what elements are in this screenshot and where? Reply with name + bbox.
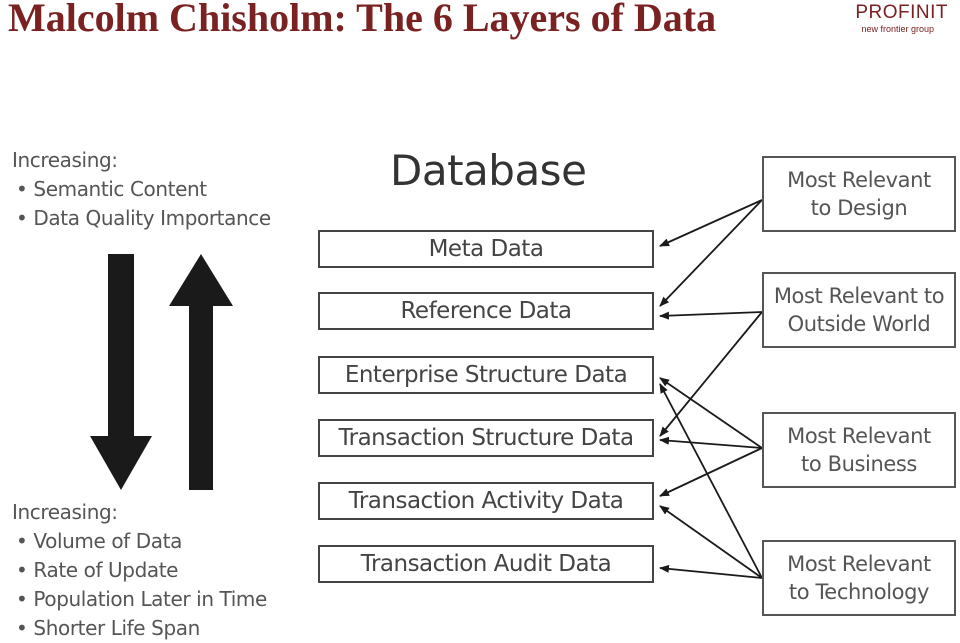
- top-bullet-semantic: Semantic Content: [12, 175, 271, 204]
- relevance-design-line1: Most Relevant: [787, 168, 931, 192]
- layer-meta-data: Meta Data: [318, 230, 654, 268]
- layer-transaction-structure-data: Transaction Structure Data: [318, 419, 654, 457]
- connector-design-meta: [659, 199, 763, 247]
- bottom-bullet-volume: Volume of Data: [12, 527, 267, 556]
- page-title: Malcolm Chisholm: The 6 Layers of Data: [8, 0, 717, 40]
- bottom-increasing-heading: Increasing:: [12, 500, 118, 524]
- database-heading: Database: [390, 146, 587, 195]
- relevance-design-line2: to Design: [810, 196, 908, 220]
- connector-business-enterprise: [659, 377, 763, 449]
- relevance-business-line2: to Business: [801, 452, 917, 476]
- layer-enterprise-structure-data: Enterprise Structure Data: [318, 356, 654, 394]
- connector-technology-activity: [659, 505, 763, 579]
- connector-technology-enterprise: [659, 383, 763, 579]
- relevance-technology-line2: to Technology: [788, 580, 930, 604]
- connector-business-transstruct: [659, 436, 763, 449]
- relevance-outside-line2: Outside World: [787, 312, 931, 336]
- connector-technology-audit: [659, 564, 763, 579]
- bottom-bullet-population: Population Later in Time: [12, 585, 267, 614]
- relevance-technology-line1: Most Relevant: [787, 552, 931, 576]
- profinit-logo: PROFINIT new frontier group: [836, 2, 948, 34]
- relevance-business-box: Most Relevant to Business: [762, 412, 956, 488]
- relevance-outside-world-box: Most Relevant to Outside World: [762, 272, 956, 348]
- relevance-design-box: Most Relevant to Design: [762, 156, 956, 232]
- top-increasing-heading: Increasing:: [12, 148, 118, 172]
- bottom-increasing-list: Increasing: Volume of Data Rate of Updat…: [12, 498, 267, 643]
- layer-transaction-activity-data: Transaction Activity Data: [318, 482, 654, 520]
- connector-business-activity: [659, 447, 763, 497]
- layer-transaction-audit-data: Transaction Audit Data: [318, 545, 654, 583]
- bottom-bullet-lifespan: Shorter Life Span: [12, 614, 267, 643]
- top-bullet-quality: Data Quality Importance: [12, 204, 271, 233]
- connector-design-reference: [659, 199, 763, 307]
- relevance-technology-box: Most Relevant to Technology: [762, 540, 956, 616]
- top-increasing-list: Increasing: Semantic Content Data Qualit…: [12, 146, 271, 233]
- connector-outside-reference: [659, 311, 763, 320]
- layer-reference-data: Reference Data: [318, 292, 654, 330]
- down-arrow-icon: [90, 254, 152, 490]
- relevance-outside-line1: Most Relevant to: [773, 284, 945, 308]
- relevance-business-line1: Most Relevant: [787, 424, 931, 448]
- up-arrow-icon: [169, 254, 233, 490]
- bottom-bullet-rate: Rate of Update: [12, 556, 267, 585]
- logo-tagline: new frontier group: [861, 24, 934, 34]
- logo-name: PROFINIT: [855, 2, 948, 23]
- connector-outside-transstruct: [659, 311, 763, 437]
